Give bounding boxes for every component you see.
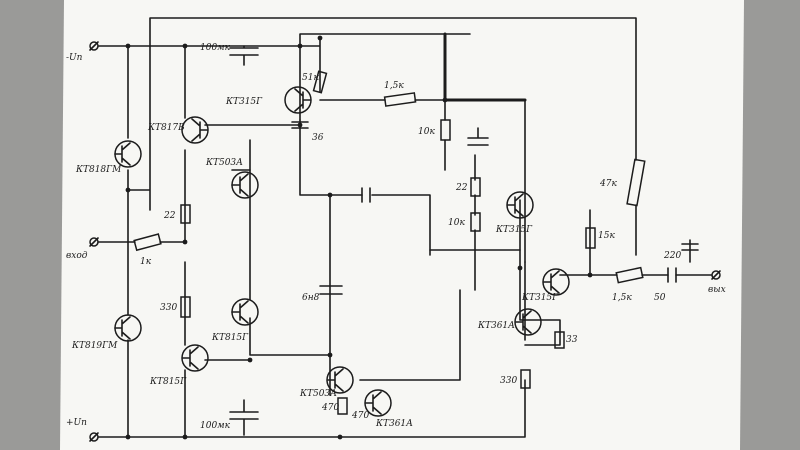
bottom-rail [97,379,526,438]
label-r-1k-in: 1к [140,257,152,267]
label-r-22-left: 22 [163,211,176,221]
label-q-bot-center-a: КТ503А [299,389,337,399]
emitter-follower [204,169,251,361]
transistor-q-center-upper-icon [231,171,259,199]
transistor-q-bot-left-icon [114,314,142,342]
label-q-top-right: КТ315Г [225,97,263,107]
transistor-q-bot-center-b-icon [364,389,392,417]
transistor-q-lower-mid-icon [181,344,209,372]
label-plus-supply: +Uп [66,418,87,428]
transistor-q-center-lower-icon [231,298,259,326]
label-input: вход [66,251,88,261]
label-q-bot-left: КТ819ГМ [71,341,118,351]
output-line [559,209,713,276]
label-r-top: 51к [302,73,319,83]
label-q-bot-center-b: КТ361А [375,419,413,429]
label-r-top-series: 1,5к [384,81,404,91]
bias-wire [127,45,151,211]
paper-sheet [60,0,744,450]
junction-dots [125,35,593,440]
outer-right-wire [149,17,637,256]
label-q-output-right: КТ315Г [495,225,533,235]
label-r-470b: 470 [351,411,369,421]
terminal-plus-icon [89,432,99,442]
label-c-out: 50 [654,293,666,303]
label-c-bottom: 100мк [200,421,231,431]
upper-base-wire [204,119,331,396]
transistor-q-lower-right-icon [514,308,542,336]
label-q-center-lower: КТ815Г [211,333,249,343]
label-q-mid-right: КТ361А [477,321,515,331]
label-r-22-mid: 22 [455,183,468,193]
resistor-symbols [133,70,646,415]
label-r-47k: 47к [599,179,617,189]
label-r-out: 1,5к [612,293,632,303]
label-q-upper-mid: КТ817В [147,123,185,133]
terminal-output-icon [711,270,721,280]
label-q-lower-right: КТ315Г [521,293,559,303]
transistor-q-upper-mid-icon [181,116,209,144]
terminal-input-icon [89,237,99,247]
transistor-q-top-left-icon [114,140,142,168]
label-output: вых [708,285,726,295]
mid-column [249,139,331,356]
label-r-330-left: 330 [160,303,177,313]
label-r-10k-mid: 10к [448,218,465,228]
label-r-15k: 15к [598,231,615,241]
transistor-q-mid-right-icon [506,191,534,219]
label-q-lower-mid: КТ815Г [149,377,187,387]
label-r-10k-top: 10к [418,127,435,137]
label-c-big-mid: 6н8 [302,293,320,303]
transistor-q-top-right-icon [284,86,312,114]
label-c-top: 100мк [200,43,231,53]
top-rail [97,33,471,121]
label-c-small-top: 36 [312,133,324,143]
label-c-out-small: 220 [663,251,681,261]
transistor-q-bot-center-a-icon [326,366,354,394]
terminal-minus-icon [89,41,99,51]
label-q-center-upper: КТ503А [205,158,243,168]
feedback-thick [443,32,527,102]
transistor-q-output-right-icon [542,268,570,296]
label-r-470: 470 [321,403,339,413]
label-minus-supply: -Uп [66,53,83,63]
label-r-33-right: 33 [566,335,578,345]
label-r-330-right: 330 [500,376,517,386]
capacitor-symbols [229,45,699,436]
label-q-top-left: КТ818ГМ [75,165,122,175]
right-stage [359,199,561,381]
